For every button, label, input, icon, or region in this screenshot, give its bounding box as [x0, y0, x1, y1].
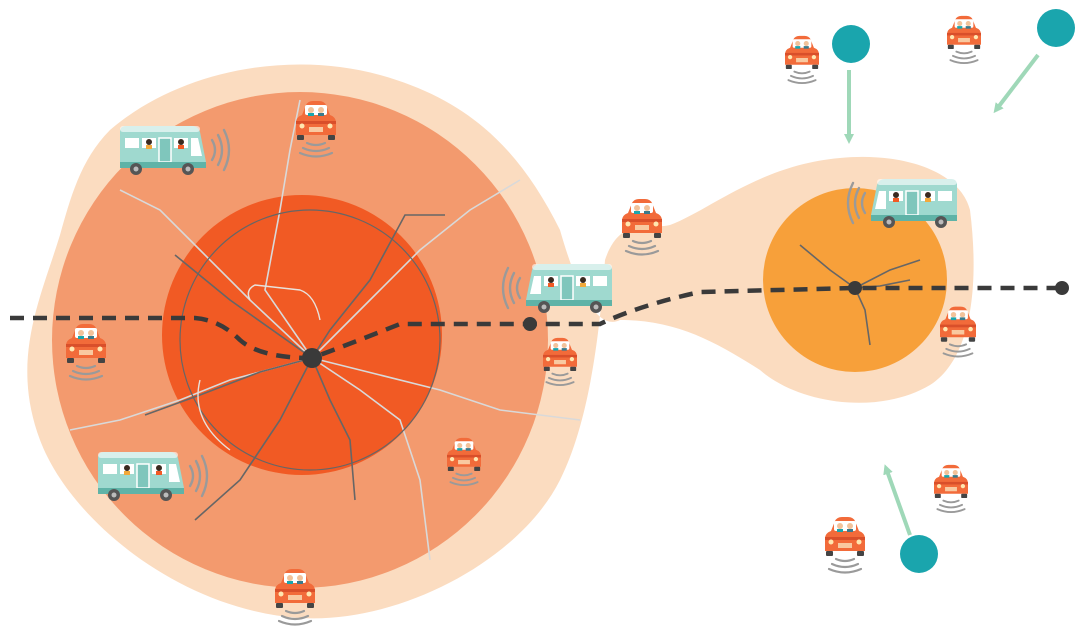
station-metro: [302, 348, 322, 368]
car-7: [784, 34, 820, 85]
ring-road: [197, 284, 321, 451]
demand-arrow-3: [883, 464, 912, 536]
ride-request-dot-2: [1037, 9, 1075, 47]
car-10: [933, 463, 969, 514]
ride-request-dot-1: [832, 25, 870, 63]
transit-line: [10, 285, 1062, 361]
road-network-light: [69, 99, 581, 561]
satellite-core-zone: [763, 188, 947, 372]
station-end: [1055, 281, 1069, 295]
demand-arrow-2: [993, 53, 1040, 114]
station-satellite: [848, 281, 862, 295]
metro-core-zone: [162, 195, 442, 475]
car-11: [823, 515, 867, 574]
car-8: [946, 14, 982, 65]
road-network-dark: [144, 209, 921, 521]
station-edge: [523, 317, 537, 331]
ride-request-dot-3: [900, 535, 938, 573]
